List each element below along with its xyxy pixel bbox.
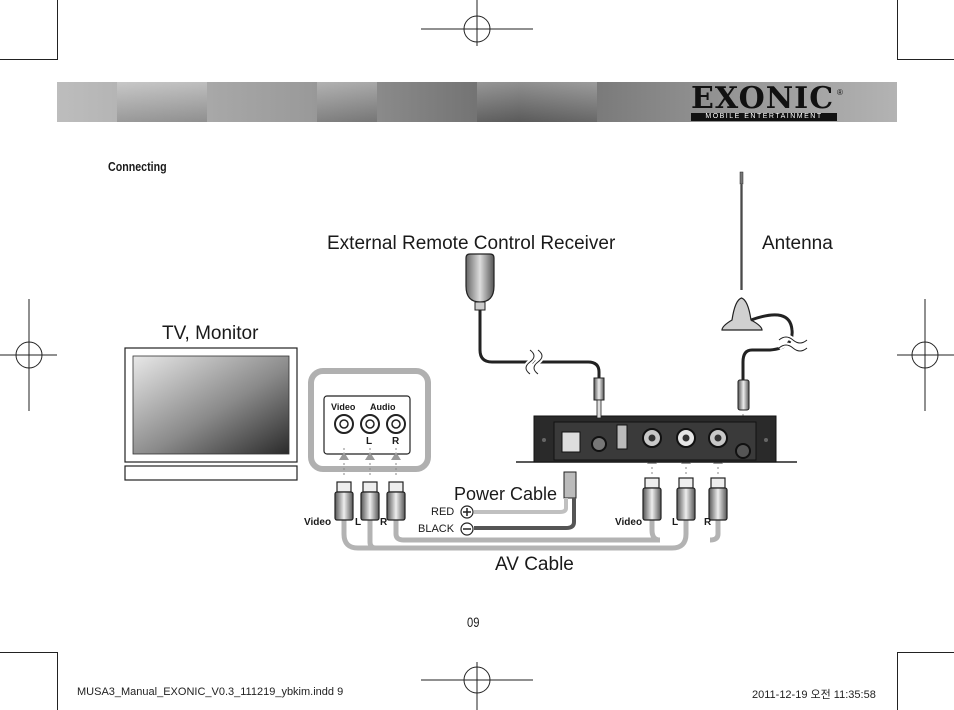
receiver-box <box>516 415 797 463</box>
section-title: Connecting <box>108 159 167 174</box>
antenna-label: Antenna <box>762 233 833 254</box>
tv-monitor-label: TV, Monitor <box>162 323 259 344</box>
brand-tagline: MOBILE ENTERTAINMENT <box>691 113 837 121</box>
crop-mark <box>897 652 898 710</box>
brand-logo: EXONIC <box>691 81 835 116</box>
tv-panel-audio: Audio <box>370 402 396 412</box>
plug-left-video: Video <box>304 517 332 528</box>
footer-timestamp: 2011-12-19 오전 11:35:58 <box>752 689 876 701</box>
plug-right-l: L <box>672 517 679 528</box>
black-label: BLACK <box>418 523 455 535</box>
registered-mark: ® <box>837 88 843 97</box>
plug-left-l: L <box>355 517 362 528</box>
plug-left-r: R <box>380 517 388 528</box>
crop-mark <box>57 0 58 60</box>
rca-plugs-left <box>334 481 406 521</box>
remote-receiver <box>465 253 605 419</box>
crop-mark <box>0 652 58 653</box>
tv-panel-video: Video <box>331 402 356 412</box>
tv-panel-left: L <box>366 436 373 447</box>
page-number: 09 <box>467 614 480 630</box>
remote-receiver-label: External Remote Control Receiver <box>327 233 616 254</box>
tv-panel-right: R <box>392 436 400 447</box>
crop-mark <box>897 0 898 60</box>
rca-plugs-right <box>642 477 728 521</box>
tv-monitor <box>124 347 298 481</box>
plug-right-video: Video <box>615 517 643 528</box>
crop-mark <box>0 59 58 60</box>
footer-filename: MUSA3_Manual_EXONIC_V0.3_111219_ybkim.in… <box>77 686 344 698</box>
power-cable <box>460 471 577 536</box>
av-cable-label: AV Cable <box>495 554 574 575</box>
av-cable <box>341 520 721 551</box>
plug-right-r: R <box>704 517 712 528</box>
power-cable-label: Power Cable <box>454 484 558 504</box>
red-label: RED <box>431 506 455 518</box>
antenna <box>721 171 809 411</box>
crop-mark <box>57 652 58 710</box>
crop-mark <box>897 59 954 60</box>
crop-mark <box>897 652 954 653</box>
